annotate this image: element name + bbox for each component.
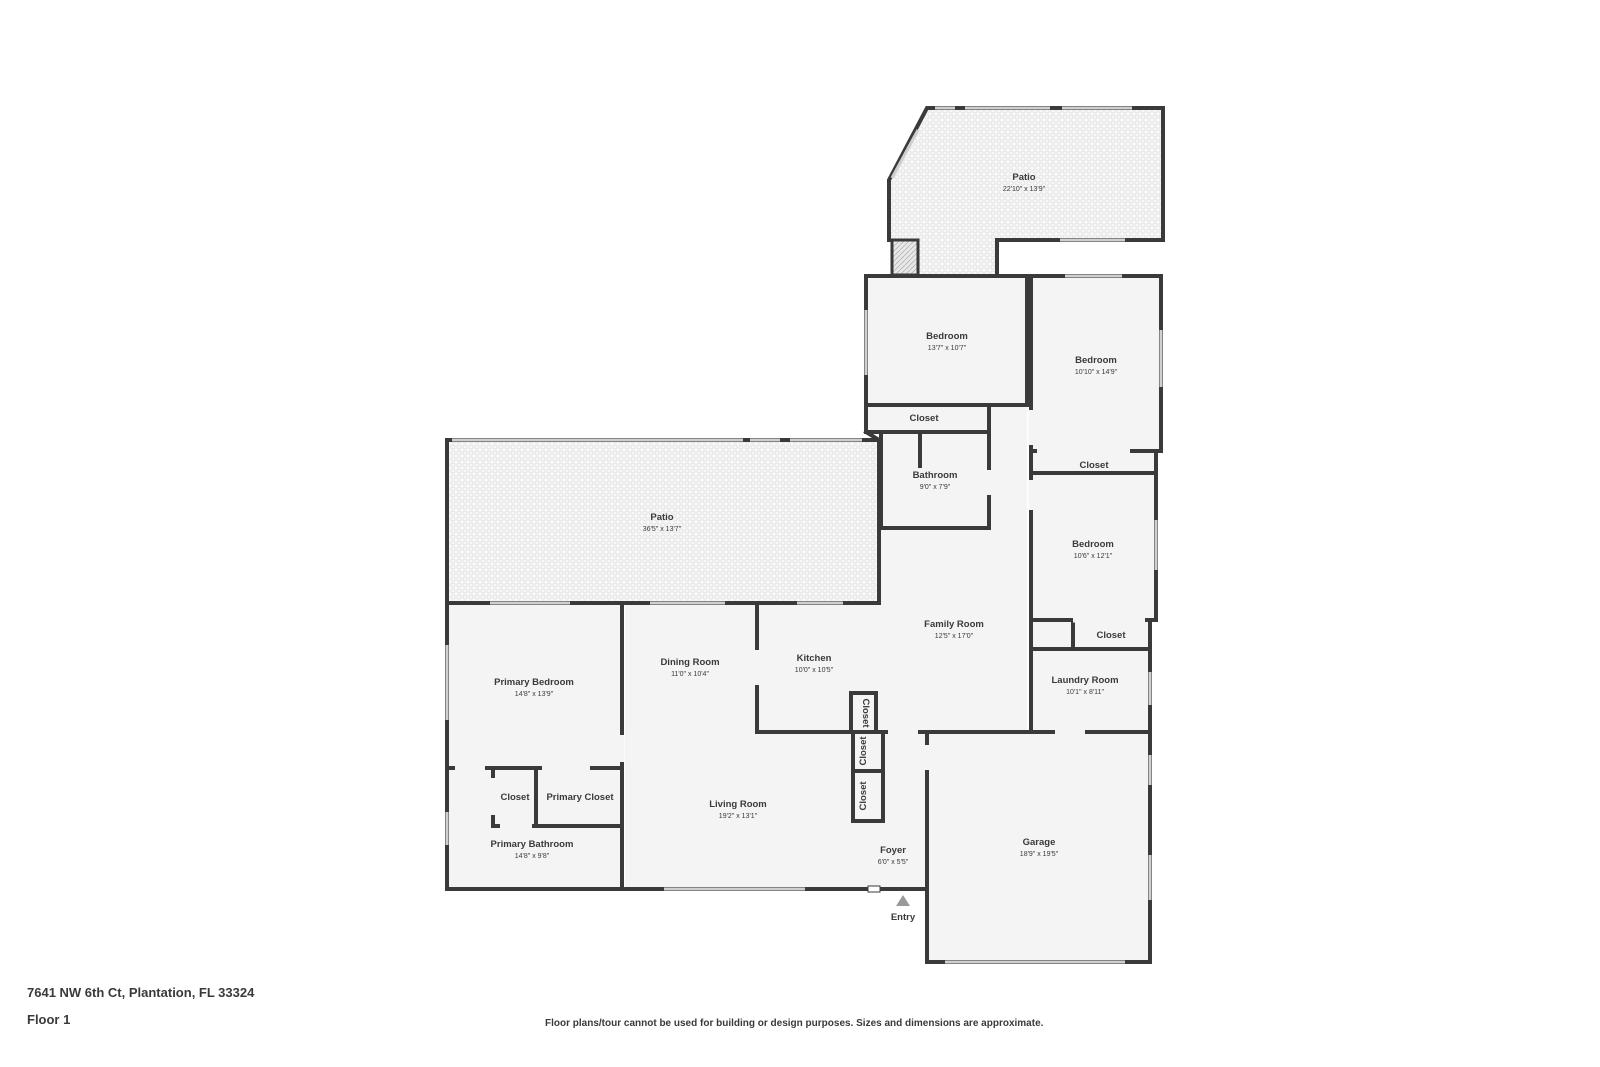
dining-room-dim: 11'0" x 10'4" <box>671 671 709 678</box>
dining-room-name: Dining Room <box>660 657 719 668</box>
patio-top-floor <box>889 108 1163 275</box>
openings <box>455 410 1145 829</box>
primary-bedroom-name: Primary Bedroom <box>494 677 574 688</box>
grill-hatch <box>890 238 920 277</box>
bathroom-dim: 9'0" x 7'9" <box>920 484 951 491</box>
room-labels: Patio 22'10" x 13'9" Bedroom 13'7" x 10'… <box>491 172 1127 923</box>
kitchen-dim: 10'0" x 10'5" <box>795 667 834 674</box>
kitchen-name: Kitchen <box>797 653 832 664</box>
closet-pb-name: Closet <box>500 792 530 803</box>
primary-bathroom-dim: 14'8" x 9'8" <box>515 853 550 860</box>
family-room-dim: 12'5" x 17'0" <box>935 633 974 640</box>
laundry-room-name: Laundry Room <box>1051 675 1118 686</box>
closet-v3-name: Closet <box>858 781 869 811</box>
primary-bedroom-dim: 14'8" x 13'9" <box>515 691 554 698</box>
laundry-room-dim: 10'1" x 8'11" <box>1066 689 1104 696</box>
property-address: 7641 NW 6th Ct, Plantation, FL 33324 <box>27 985 255 1000</box>
entry-label: Entry <box>891 912 916 923</box>
foyer-dim: 6'0" x 5'5" <box>878 859 909 866</box>
living-room-dim: 19'2" x 13'1" <box>719 813 758 820</box>
patio-main-floor <box>447 440 879 603</box>
patio-top-name: Patio <box>1012 172 1035 183</box>
entry-arrow-icon <box>896 895 910 906</box>
patio-main-name: Patio <box>650 512 673 523</box>
garage-dim: 18'9" x 19'5" <box>1020 851 1059 858</box>
garage-name: Garage <box>1023 837 1056 848</box>
disclaimer: Floor plans/tour cannot be used for buil… <box>545 1018 1044 1029</box>
windows <box>445 106 1163 964</box>
primary-closet-name: Primary Closet <box>546 792 614 803</box>
bathroom-name: Bathroom <box>913 470 958 481</box>
primary-bathroom-name: Primary Bathroom <box>491 839 574 850</box>
bedroom-3-dim: 10'6" x 12'1" <box>1074 553 1113 560</box>
closet-3-name: Closet <box>1096 630 1126 641</box>
closet-v1-name: Closet <box>860 698 871 728</box>
bedroom-2-name: Bedroom <box>1075 355 1117 366</box>
patio-main-dim: 36'5" x 13'7" <box>643 526 682 533</box>
bedroom-1-name: Bedroom <box>926 331 968 342</box>
room-floors <box>447 108 1163 962</box>
bedroom-2-dim: 10'10" x 14'9" <box>1075 369 1118 376</box>
bedroom-3-name: Bedroom <box>1072 539 1114 550</box>
family-room-name: Family Room <box>924 619 984 630</box>
floor-label: Floor 1 <box>27 1012 71 1027</box>
foyer-name: Foyer <box>880 845 906 856</box>
living-room-name: Living Room <box>709 799 767 810</box>
closet-v2-name: Closet <box>858 736 869 766</box>
closet-1-name: Closet <box>909 413 939 424</box>
closet-2-name: Closet <box>1079 460 1109 471</box>
bedroom-1-dim: 13'7" x 10'7" <box>928 345 967 352</box>
entry-door-marker <box>867 885 881 893</box>
patio-top-dim: 22'10" x 13'9" <box>1003 186 1046 193</box>
